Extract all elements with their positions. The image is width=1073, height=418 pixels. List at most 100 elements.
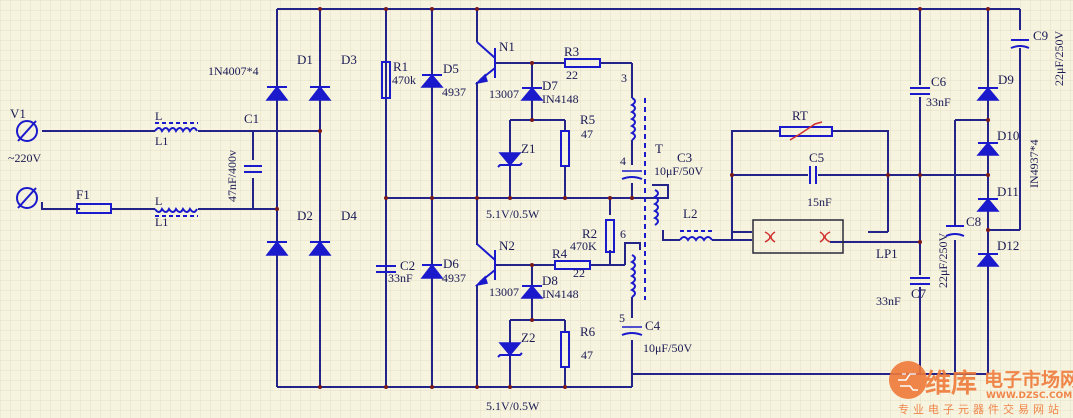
pin-5-label: 5 bbox=[619, 311, 625, 325]
label-r5: R5 bbox=[580, 112, 595, 127]
fuse-f1-icon bbox=[76, 203, 112, 214]
label-c7: C7 bbox=[911, 286, 927, 301]
label-r1-value: 470k bbox=[392, 73, 416, 87]
resistor-r6-icon bbox=[560, 331, 570, 368]
label-d1: D1 bbox=[297, 52, 313, 67]
watermark-url: WWW.DZSC.COM bbox=[986, 391, 1072, 401]
diode-d10-icon bbox=[976, 141, 1000, 156]
pin-3-label: 3 bbox=[621, 71, 627, 85]
label-c6: C6 bbox=[931, 74, 947, 89]
diode-d1-icon bbox=[265, 85, 289, 101]
label-d11: D11 bbox=[997, 184, 1019, 199]
label-valley-part: IN4937*4 bbox=[1027, 139, 1041, 188]
watermark-tagline: 专业电子元器件交易网站 bbox=[898, 402, 1063, 416]
capacitor-c8-icon bbox=[945, 225, 965, 237]
pin-4-label: 4 bbox=[620, 154, 626, 168]
watermark: 维库 电子市场网 WWW.DZSC.COM 专业电子元器件交易网站 bbox=[889, 361, 1073, 416]
label-bridge-part: 1N4007*4 bbox=[208, 64, 259, 78]
lamp-lp1-icon bbox=[752, 219, 844, 254]
label-d5: D5 bbox=[443, 61, 459, 76]
diode-d11-icon bbox=[976, 197, 1000, 212]
label-t: T bbox=[655, 141, 663, 156]
label-c1: C1 bbox=[244, 111, 259, 126]
transformer-t-icon bbox=[630, 97, 659, 300]
watermark-market: 电子市场网 bbox=[984, 368, 1073, 391]
label-l1-top: L1 bbox=[155, 134, 168, 148]
label-d7-value: IN4148 bbox=[542, 92, 579, 106]
inductor-l2-icon bbox=[679, 230, 713, 242]
label-c5-value: 15nF bbox=[807, 195, 832, 209]
label-d5-value: 4937 bbox=[442, 85, 466, 99]
label-d12: D12 bbox=[997, 238, 1019, 253]
label-n1: N1 bbox=[499, 39, 515, 54]
label-c7-value: 33nF bbox=[876, 294, 901, 308]
label-d8-value: IN4148 bbox=[542, 287, 579, 301]
label-l2: L2 bbox=[683, 206, 697, 221]
label-c4-value: 10μF/50V bbox=[643, 341, 692, 355]
label-d3: D3 bbox=[341, 52, 357, 67]
capacitor-c3-icon bbox=[621, 170, 643, 180]
transistor-n2-icon bbox=[474, 243, 496, 287]
label-c4: C4 bbox=[645, 318, 661, 333]
capacitor-c7-icon bbox=[910, 277, 930, 285]
label-n2: N2 bbox=[499, 238, 515, 253]
label-c3-value: 10μF/50V bbox=[654, 164, 703, 178]
wires bbox=[41, 8, 1021, 388]
label-r2-value: 470K bbox=[570, 239, 597, 253]
label-r1: R1 bbox=[393, 59, 408, 74]
label-l1-bottom: L1 bbox=[155, 215, 168, 229]
label-f1: F1 bbox=[76, 187, 90, 202]
capacitor-c5-icon bbox=[809, 166, 817, 184]
label-rt: RT bbox=[792, 108, 808, 123]
label-d6-value: 4937 bbox=[442, 271, 466, 285]
resistor-r1-icon bbox=[381, 61, 391, 99]
capacitor-c2-icon bbox=[376, 265, 396, 273]
diode-d8-icon bbox=[520, 284, 544, 299]
label-d6: D6 bbox=[443, 256, 459, 271]
label-d8: D8 bbox=[542, 273, 558, 288]
capacitor-c9-icon bbox=[1010, 39, 1030, 49]
label-c2: C2 bbox=[400, 258, 415, 273]
labels: V1 ~220V L L1 L L1 F1 C1 47nF/400v 1N400… bbox=[8, 28, 1066, 413]
inductor-l1-top-icon bbox=[154, 122, 198, 133]
label-v1: V1 bbox=[10, 106, 26, 121]
junctions bbox=[275, 7, 990, 389]
diode-d6-icon bbox=[420, 263, 444, 279]
diode-d12-icon bbox=[976, 252, 1000, 267]
label-z2-value: 5.1V/0.5W bbox=[486, 399, 540, 413]
label-z2: Z2 bbox=[521, 330, 535, 345]
capacitor-c6-icon bbox=[910, 87, 930, 95]
watermark-logo-icon bbox=[889, 361, 927, 399]
label-z1-value: 5.1V/0.5W bbox=[486, 207, 540, 221]
label-c2-value: 33nF bbox=[388, 271, 413, 285]
resistor-r4-icon bbox=[554, 260, 591, 270]
label-r3: R3 bbox=[564, 44, 579, 59]
label-r4: R4 bbox=[552, 246, 568, 261]
capacitor-c4-icon bbox=[621, 326, 643, 336]
label-n2-value: 13007 bbox=[489, 285, 519, 299]
label-c9: C9 bbox=[1033, 28, 1048, 43]
diode-d5-icon bbox=[420, 73, 444, 88]
label-d9: D9 bbox=[998, 72, 1014, 87]
label-c8-value: 22μF/250V bbox=[936, 233, 950, 288]
resistor-r3-icon bbox=[564, 58, 601, 68]
resistor-r5-icon bbox=[560, 130, 570, 167]
label-r5-value: 47 bbox=[581, 127, 593, 141]
zener-z2-icon bbox=[497, 342, 523, 358]
label-c1-value: 47nF/400v bbox=[225, 150, 239, 202]
pin-6-label: 6 bbox=[620, 227, 626, 241]
thermistor-rt-icon bbox=[779, 121, 833, 141]
label-c8: C8 bbox=[966, 214, 981, 229]
label-r3-value: 22 bbox=[566, 68, 578, 82]
label-n1-value: 13007 bbox=[489, 87, 519, 101]
diode-d2-icon bbox=[265, 240, 289, 256]
label-z1: Z1 bbox=[521, 141, 535, 156]
label-c3: C3 bbox=[677, 150, 692, 165]
label-d2: D2 bbox=[297, 208, 313, 223]
label-v1-value: ~220V bbox=[8, 151, 41, 165]
label-r4-value: 22 bbox=[573, 266, 585, 280]
v1-terminal-icon bbox=[16, 120, 38, 142]
label-l-top: L bbox=[155, 109, 162, 123]
